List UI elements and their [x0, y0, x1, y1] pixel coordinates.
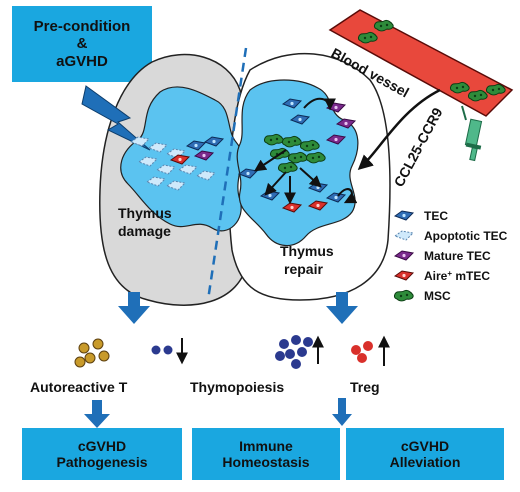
lobe-down-arrows: [118, 292, 358, 324]
thymopoiesis-label: Thymopoiesis: [190, 379, 284, 395]
legend-tec: TEC: [424, 209, 448, 223]
thymus-damage-line2: damage: [118, 223, 171, 239]
thymocyte-cluster: [275, 335, 324, 369]
immune-box-line1: Immune: [239, 437, 293, 454]
treg-cells: [351, 335, 390, 366]
precondition-box: Pre-condition & aGVHD: [12, 6, 152, 82]
thymus-arrows: [254, 97, 358, 205]
treg-label: Treg: [350, 379, 380, 395]
legend-apoptotic-tec: Apoptotic TEC: [424, 229, 508, 243]
thymus-repair-line2: repair: [284, 261, 323, 277]
thymus-repair-line1: Thymus: [280, 243, 334, 259]
syringe-icon: [461, 105, 483, 162]
autoreactive-t-cells: [74, 338, 110, 368]
legend: TEC Apoptotic TEC Mature TEC Aire+ mTEC …: [393, 209, 508, 303]
precondition-line3: aGVHD: [56, 52, 108, 70]
cgvhd-box-line1: cGVHD: [77, 437, 127, 454]
immune-box-line2: Homeostasis: [222, 454, 310, 470]
outcome-down-arrows: [84, 398, 352, 428]
chemokine-arrow: [357, 88, 441, 171]
legend-msc: MSC: [424, 289, 451, 303]
blood-vessel: [328, 9, 514, 117]
legend-aire-mtec: Aire+ mTEC: [424, 269, 490, 284]
alleviation-box-line1: cGVHD: [400, 437, 450, 454]
immune-homeostasis-box: Immune Homeostasis: [192, 428, 340, 480]
cgvhd-alleviation-box: cGVHD Alleviation: [346, 428, 504, 480]
precondition-line2: &: [76, 35, 88, 53]
cgvhd-box-line2: Pathogenesis: [56, 454, 148, 470]
legend-mature-tec: Mature TEC: [424, 249, 491, 263]
alleviation-box-line2: Alleviation: [389, 454, 461, 470]
autoreactive-t-label: Autoreactive T: [30, 379, 128, 395]
thymus-damage-line1: Thymus: [118, 205, 172, 221]
lightning-bolt-icon: [81, 85, 151, 151]
thymopoiesis-cells: [151, 338, 188, 365]
chemokine-label: CCL25-CCR9: [391, 105, 446, 190]
precondition-line1: Pre-condition: [33, 18, 131, 36]
damage-repair-divider: [206, 47, 248, 301]
cgvhd-pathogenesis-box: cGVHD Pathogenesis: [22, 428, 182, 480]
